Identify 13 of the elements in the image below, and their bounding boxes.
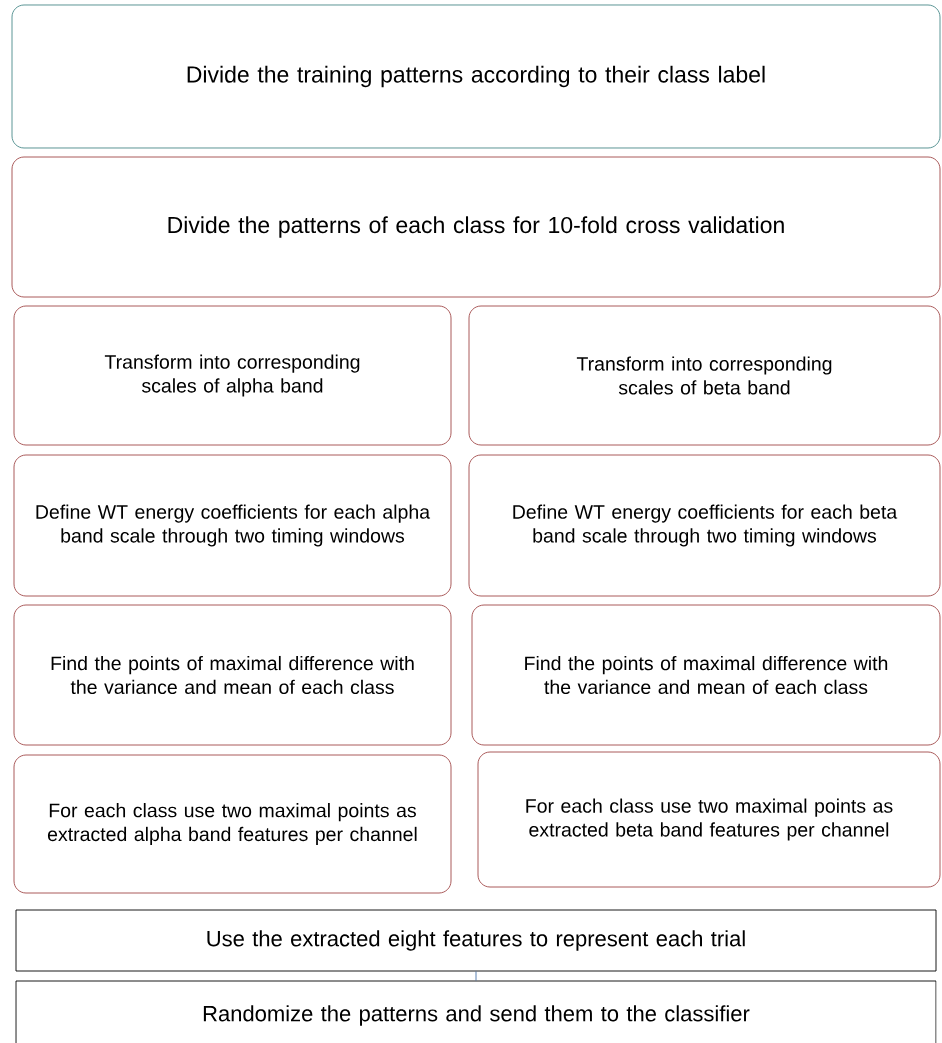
process-box: For each class use two maximal points as extracted beta band features per channel bbox=[477, 751, 941, 888]
connector-line bbox=[475, 971, 477, 981]
process-box: Divide the patterns of each class for 10-fold cross validation bbox=[11, 156, 941, 298]
process-box: Transform into corresponding scales of beta band bbox=[468, 305, 941, 446]
process-box: Divide the training patterns according to their class label bbox=[11, 4, 941, 149]
process-box: Find the points of maximal difference with the variance and mean of each class bbox=[471, 604, 941, 746]
process-box: Transform into corresponding scales of alpha band bbox=[13, 305, 452, 446]
process-box: Find the points of maximal difference with the variance and mean of each class bbox=[13, 604, 452, 746]
process-box: For each class use two maximal points as extracted alpha band features per channel bbox=[13, 754, 452, 894]
process-box: Use the extracted eight features to represent each trial bbox=[15, 909, 937, 972]
process-box: Define WT energy coefficients for each beta band scale through two timing windows bbox=[468, 454, 941, 597]
process-box: Define WT energy coefficients for each alpha band scale through two timing windows bbox=[13, 454, 452, 597]
process-box: Randomize the patterns and send them to the classifier bbox=[15, 980, 937, 1043]
